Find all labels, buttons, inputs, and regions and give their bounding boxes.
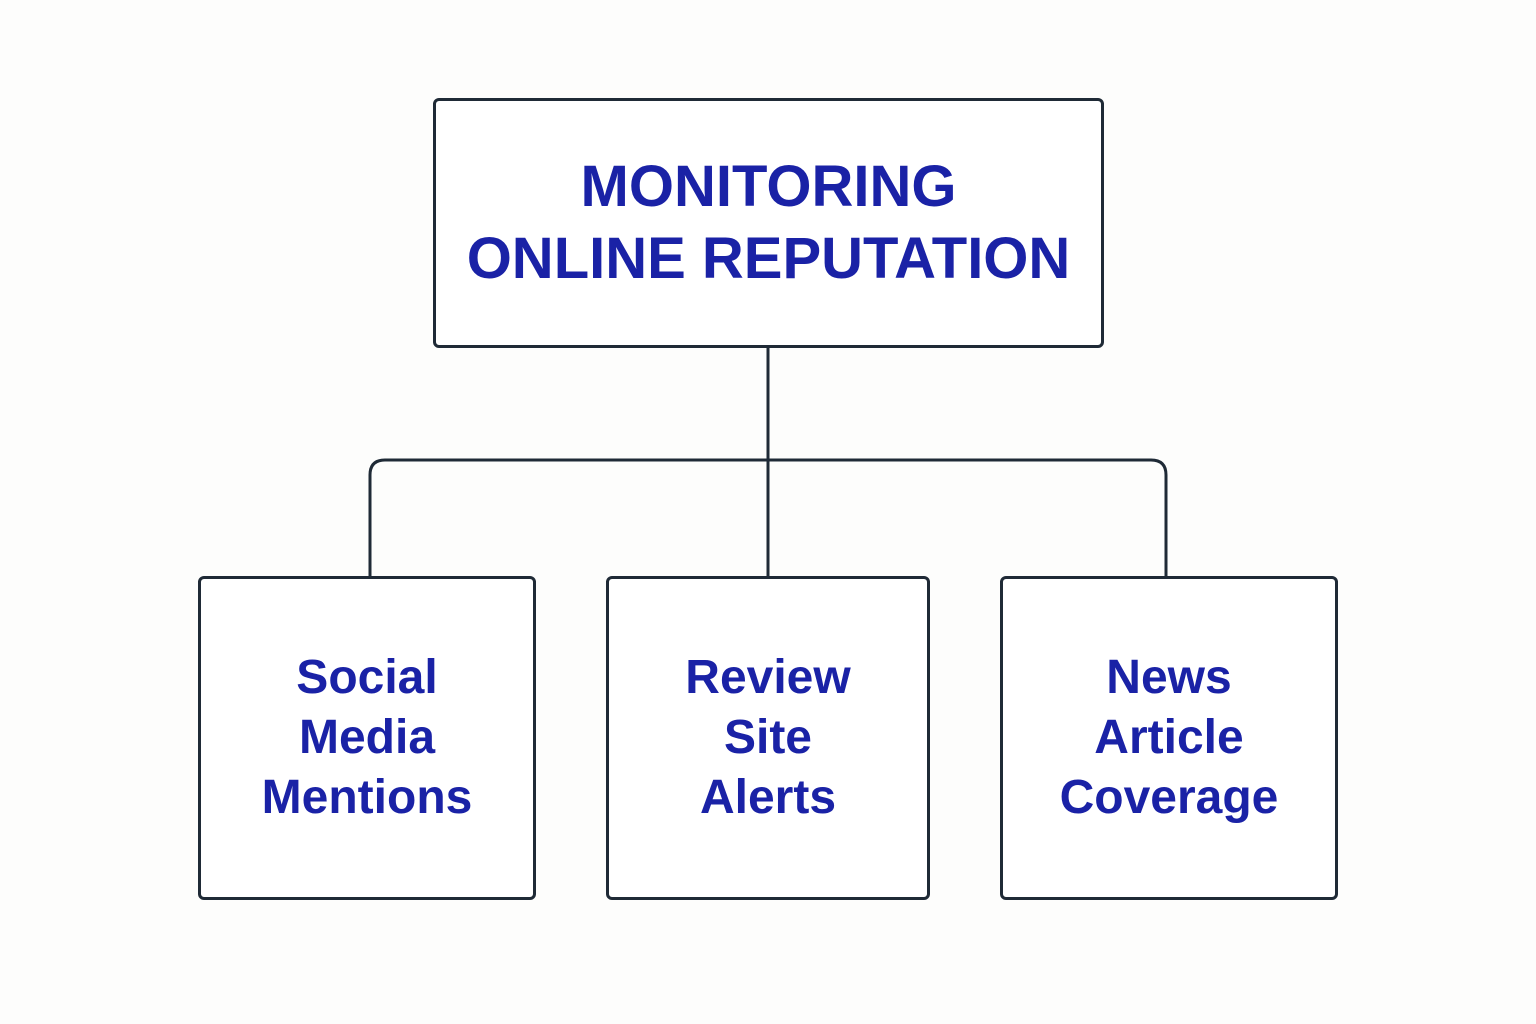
child-node-review-site-alerts: Review Site Alerts bbox=[606, 576, 930, 900]
child-node-label-line: Social bbox=[296, 651, 438, 704]
connector-horizontal-bar bbox=[368, 458, 1168, 576]
root-node-label: MONITORING ONLINE REPUTATION bbox=[467, 151, 1071, 295]
child-node-label-line: Alerts bbox=[699, 771, 837, 824]
child-node-label-line: Article bbox=[1094, 711, 1244, 764]
child-node-label: Social Media Mentions bbox=[262, 648, 473, 828]
child-node-label-line: Review bbox=[685, 651, 851, 704]
child-node-label-line: Media bbox=[298, 711, 436, 764]
root-node-label-line-2: ONLINE REPUTATION bbox=[466, 226, 1071, 291]
child-node-label: News Article Coverage bbox=[1060, 648, 1279, 828]
root-node-label-line-1: MONITORING bbox=[580, 154, 957, 219]
child-node-label-line: News bbox=[1106, 651, 1232, 704]
child-node-social-media-mentions: Social Media Mentions bbox=[198, 576, 536, 900]
child-node-news-article-coverage: News Article Coverage bbox=[1000, 576, 1338, 900]
root-node: MONITORING ONLINE REPUTATION bbox=[433, 98, 1104, 348]
child-node-label: Review Site Alerts bbox=[685, 648, 850, 828]
child-node-label-line: Coverage bbox=[1059, 771, 1279, 824]
child-node-label-line: Site bbox=[723, 711, 812, 764]
child-node-label-line: Mentions bbox=[261, 771, 473, 824]
